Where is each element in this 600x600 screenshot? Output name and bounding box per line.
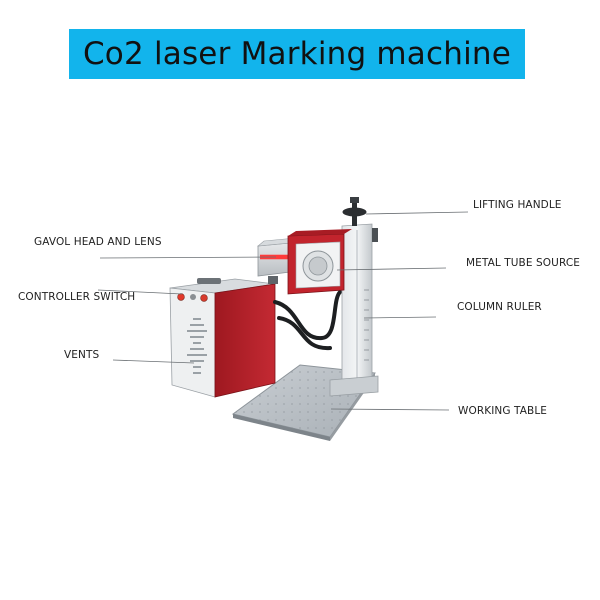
label-vents: VENTS [64, 349, 100, 361]
label-galvo-head: GAVOL HEAD AND LENS [34, 236, 162, 248]
cables [273, 290, 342, 351]
label-working-table: WORKING TABLE [458, 405, 548, 417]
label-metal-tube-source: METAL TUBE SOURCE [466, 257, 580, 269]
leader-lines [97, 211, 469, 411]
label-controller-switch: CONTROLLER SWITCH [18, 291, 136, 303]
controller-cabinet [169, 278, 276, 398]
laser-head [257, 229, 352, 295]
page-title: Co2 laser Marking machine [82, 36, 512, 72]
title-banner: Co2 laser Marking machine [69, 29, 525, 79]
lifting-handle [342, 197, 378, 242]
label-lifting-handle: LIFTING HANDLE [473, 199, 562, 211]
label-column-ruler: COLUMN RULER [457, 301, 542, 313]
column [329, 223, 379, 397]
